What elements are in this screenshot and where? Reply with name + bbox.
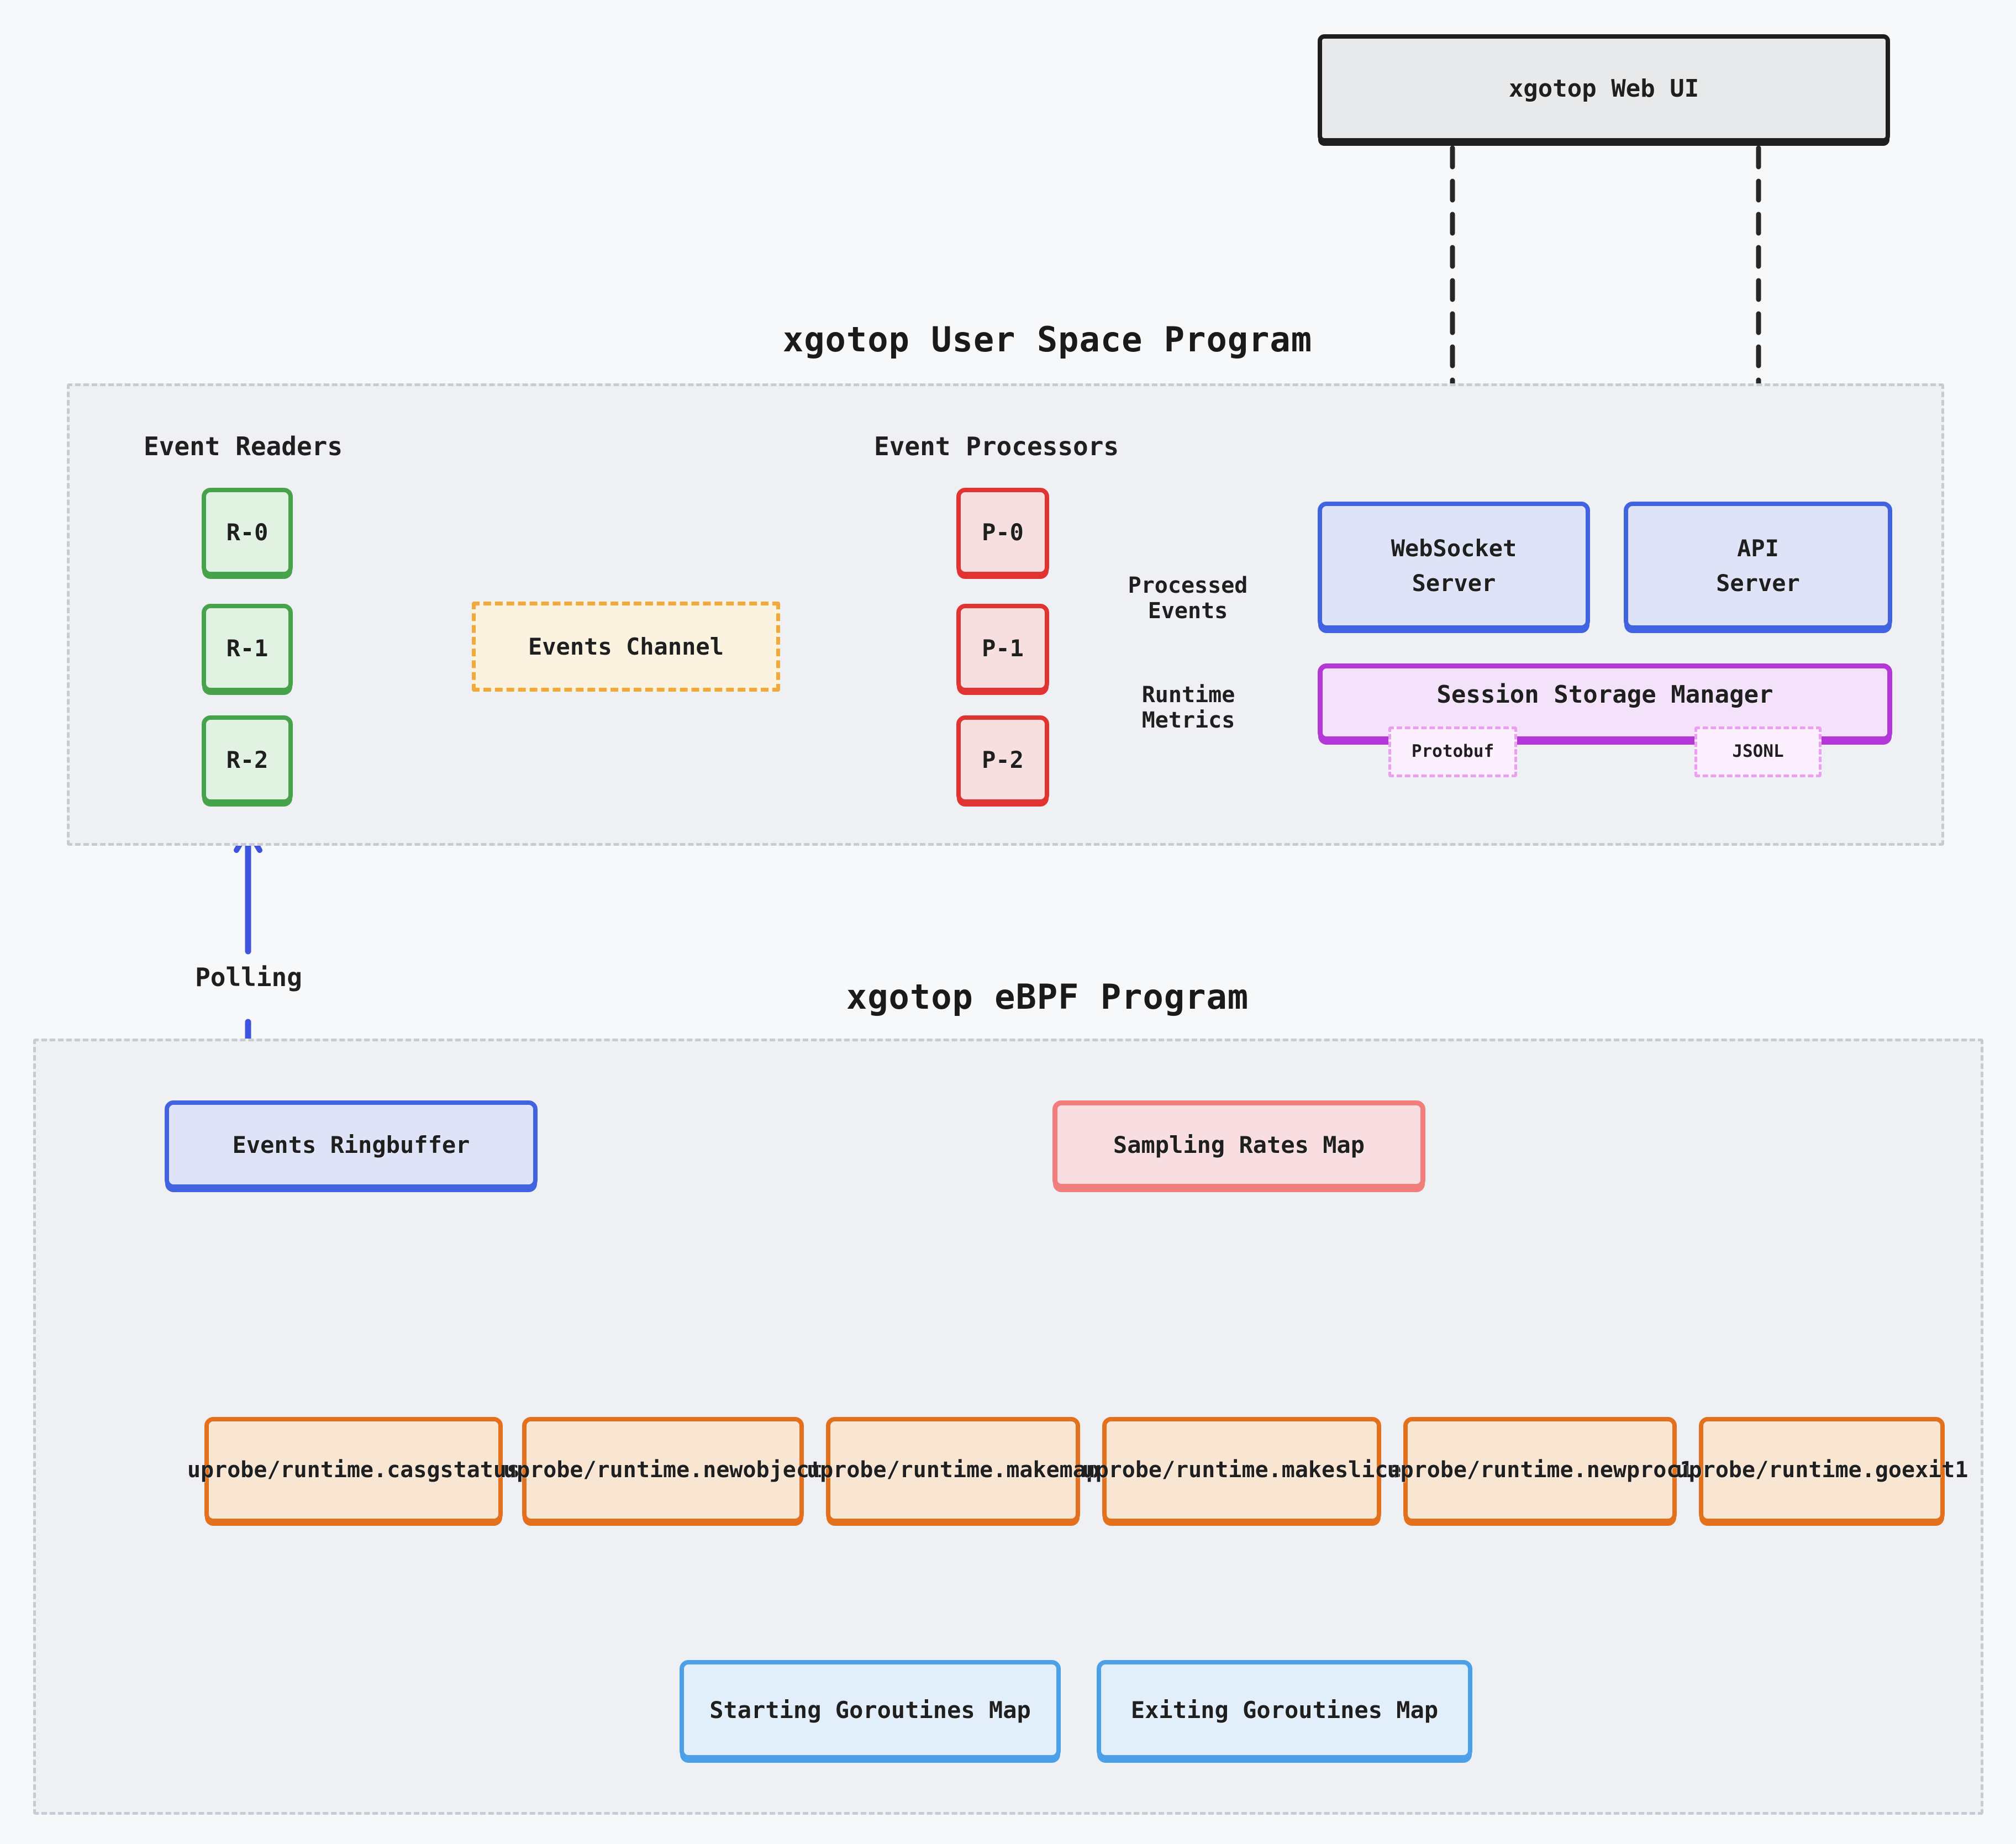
reader-r2-node: R-2 bbox=[202, 715, 293, 804]
websocket-server-node: WebSocket Server bbox=[1318, 502, 1590, 630]
events-ringbuffer-label: Events Ringbuffer bbox=[232, 1131, 470, 1158]
websocket-server-label: WebSocket Server bbox=[1391, 535, 1517, 597]
reader-r2-label: R-2 bbox=[226, 746, 269, 773]
exiting-goroutines-map-label: Exiting Goroutines Map bbox=[1130, 1696, 1439, 1724]
event-processors-title: Event Processors bbox=[874, 431, 1119, 461]
processor-p2-node: P-2 bbox=[956, 715, 1049, 804]
ebpf-title: xgotop eBPF Program bbox=[846, 977, 1249, 1017]
starting-goroutines-map-label: Starting Goroutines Map bbox=[709, 1696, 1031, 1724]
starting-goroutines-map-node: Starting Goroutines Map bbox=[680, 1660, 1061, 1759]
uprobe-goexit1-label: uprobe/runtime.goexit1 bbox=[1675, 1457, 1968, 1483]
runtime-metrics-label: Runtime Metrics bbox=[1141, 682, 1235, 733]
processor-p1-node: P-1 bbox=[956, 604, 1049, 692]
uprobe-makemap-label: uprobe/runtime.makemap bbox=[807, 1457, 1099, 1483]
processed-events-label: Processed Events bbox=[1128, 573, 1248, 624]
polling-label: Polling bbox=[195, 962, 302, 992]
webui-node: xgotop Web UI bbox=[1318, 34, 1890, 143]
uprobe-casgstatus-label: uprobe/runtime.casgstatus bbox=[187, 1457, 520, 1483]
uprobe-newobject-node: uprobe/runtime.newobject bbox=[503, 1417, 823, 1523]
reader-r1-label: R-1 bbox=[226, 634, 269, 662]
uprobe-newobject-label: uprobe/runtime.newobject bbox=[503, 1457, 823, 1483]
webui-label: xgotop Web UI bbox=[1508, 74, 1699, 103]
sampling-rates-map-node: Sampling Rates Map bbox=[1052, 1100, 1425, 1189]
processor-p0-node: P-0 bbox=[956, 488, 1049, 576]
jsonl-node: JSONL bbox=[1694, 726, 1822, 777]
events-channel-label: Events Channel bbox=[528, 633, 724, 660]
events-channel-node: Events Channel bbox=[472, 602, 780, 692]
jsonl-label: JSONL bbox=[1732, 741, 1784, 762]
uprobe-goexit1-node: uprobe/runtime.goexit1 bbox=[1676, 1417, 1968, 1523]
processor-p1-label: P-1 bbox=[982, 634, 1024, 662]
event-readers-title: Event Readers bbox=[144, 431, 343, 461]
reader-r0-label: R-0 bbox=[226, 518, 269, 546]
sampling-rates-map-label: Sampling Rates Map bbox=[1113, 1131, 1365, 1158]
uprobe-casgstatus-node: uprobe/runtime.casgstatus bbox=[187, 1417, 520, 1523]
user-space-title: xgotop User Space Program bbox=[782, 319, 1313, 360]
session-storage-manager-label: Session Storage Manager bbox=[1436, 681, 1773, 709]
reader-r1-node: R-1 bbox=[202, 604, 293, 692]
reader-r0-node: R-0 bbox=[202, 488, 293, 576]
processor-p2-label: P-2 bbox=[982, 746, 1024, 773]
uprobe-newproc1-label: uprobe/runtime.newproc1 bbox=[1387, 1457, 1693, 1483]
uprobe-makeslice-label: uprobe/runtime.makeslice bbox=[1082, 1457, 1402, 1483]
api-server-node: API Server bbox=[1624, 502, 1892, 630]
api-server-label: API Server bbox=[1716, 535, 1800, 597]
processor-p0-label: P-0 bbox=[982, 518, 1024, 546]
events-ringbuffer-node: Events Ringbuffer bbox=[165, 1100, 538, 1189]
uprobe-makemap-node: uprobe/runtime.makemap bbox=[807, 1417, 1099, 1523]
uprobe-makeslice-node: uprobe/runtime.makeslice bbox=[1082, 1417, 1401, 1523]
exiting-goroutines-map-node: Exiting Goroutines Map bbox=[1097, 1660, 1472, 1759]
protobuf-node: Protobuf bbox=[1388, 726, 1517, 777]
uprobe-newproc1-node: uprobe/runtime.newproc1 bbox=[1387, 1417, 1693, 1523]
protobuf-label: Protobuf bbox=[1411, 741, 1494, 762]
